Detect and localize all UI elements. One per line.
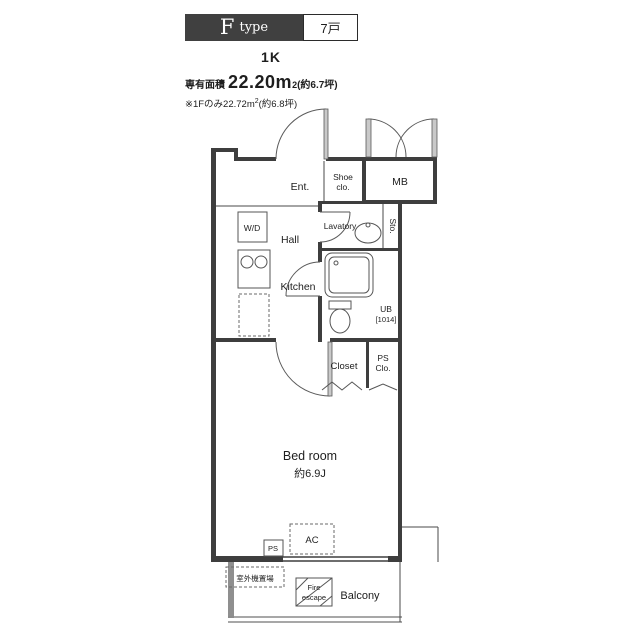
label-storage: Sto. — [388, 218, 398, 233]
label-outdoor-unit-space: 室外機置場 — [236, 573, 274, 583]
pipe-space-box — [263, 539, 284, 557]
balcony-window — [283, 556, 388, 562]
type-box: F type — [185, 14, 303, 41]
type-letter: F — [219, 15, 235, 39]
type-row: F type 7戸 — [185, 14, 445, 41]
label-balcony: Balcony — [340, 590, 380, 602]
area-footnote: ※1Fのみ22.72m2(約6.8坪) — [185, 96, 445, 110]
bedroom-door — [275, 341, 333, 397]
label-kitchen: Kitchen — [280, 281, 315, 293]
outer-walls — [211, 148, 437, 562]
ac-unit-space — [289, 523, 335, 555]
label-closet: Closet — [331, 361, 358, 372]
bathroom-door — [285, 261, 321, 297]
closet-folding-doors — [321, 381, 398, 391]
entrance-door — [275, 108, 329, 160]
fire-escape-hatch — [295, 577, 333, 607]
footnote-superscript: 2 — [254, 97, 259, 105]
meter-box-doors — [365, 118, 438, 158]
interior-walls — [211, 161, 402, 388]
kitchen-stove — [237, 249, 271, 289]
label-entrance: Ent. — [291, 181, 310, 193]
label-meter-box: MB — [392, 176, 408, 188]
label-pipe-space: PS — [268, 544, 278, 553]
label-ps-closet-line1: PS — [377, 353, 389, 363]
area-superscript: 2 — [292, 80, 298, 90]
label-fire-escape-line1: Fire — [308, 583, 321, 592]
refrigerator-space — [238, 293, 270, 337]
label-washer-dryer: W/D — [244, 223, 261, 233]
label-bedroom: Bed room — [283, 449, 337, 463]
toilet — [328, 300, 352, 334]
footnote-main: ※1Fのみ22.72m — [185, 99, 255, 110]
label-shoe-closet-line1: Shoe — [333, 172, 353, 182]
area-value: 22.20m — [228, 72, 293, 92]
area-label: 専有面積 — [185, 80, 225, 91]
label-bedroom-size: 約6.9J — [294, 466, 326, 480]
label-lavatory: Lavatory — [324, 221, 357, 231]
washer-dryer-box — [237, 211, 268, 243]
label-shoe-closet-line2: clo. — [336, 182, 349, 192]
label-unit-bath: UB — [380, 304, 392, 314]
lavatory-door — [319, 211, 351, 243]
outdoor-unit-space-box — [225, 566, 285, 588]
footnote-tail: (約6.8坪) — [258, 99, 298, 110]
units-count-box: 7戸 — [303, 14, 358, 41]
label-ac: AC — [305, 535, 318, 546]
label-hall: Hall — [281, 234, 299, 246]
label-ps-closet-line2: Clo. — [375, 363, 390, 373]
label-fire-escape-line2: escape — [302, 593, 326, 602]
bathtub — [324, 252, 374, 298]
lavatory-sink — [354, 222, 382, 244]
layout-type-label: 1K — [261, 49, 281, 65]
area-tsubo: (約6.7坪) — [297, 80, 338, 91]
type-word: type — [239, 20, 269, 35]
label-unit-bath-size: [1014] — [376, 315, 397, 324]
balcony-structure — [228, 526, 439, 623]
room-labels: Ent. Shoe clo. MB W/D Hall Lavatory Sto.… — [236, 172, 408, 602]
